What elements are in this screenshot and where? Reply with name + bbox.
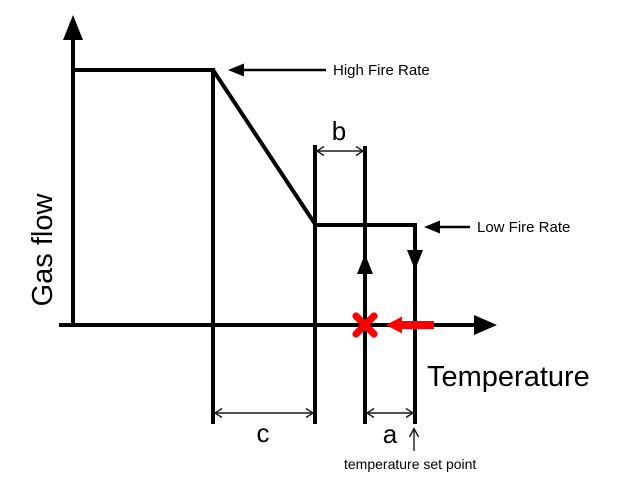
set-point-pointer-arrow — [408, 427, 420, 451]
red-left-arrowhead-icon — [386, 316, 402, 334]
dim-c-label: c — [257, 418, 270, 448]
x-axis-label: Temperature — [427, 361, 590, 393]
dim-a-right-arrowhead-icon — [405, 407, 415, 419]
dimension-b — [315, 145, 365, 157]
y-axis-label: Gas flow — [27, 193, 59, 307]
down-arrowhead-icon — [407, 250, 423, 270]
low-fire-annotation-arrow — [424, 220, 470, 234]
up-arrowhead-icon — [408, 427, 420, 438]
modulation-ramp-line — [211, 68, 317, 226]
red-x-marker-icon — [352, 312, 378, 338]
left-arrowhead-icon — [424, 220, 440, 234]
dim-b-label: b — [332, 116, 346, 146]
dim-c-left-arrowhead-icon — [213, 407, 223, 419]
high-fire-rate-label: High Fire Rate — [333, 62, 430, 79]
temperature-set-point-label: temperature set point — [344, 456, 476, 472]
dimension-c — [213, 407, 315, 419]
up-arrowhead-icon — [357, 254, 373, 274]
y-axis-arrowhead-icon — [63, 15, 83, 40]
low-fire-rate-label: Low Fire Rate — [477, 219, 570, 236]
dim-a-label: a — [383, 419, 398, 449]
left-arrowhead-icon — [228, 63, 244, 77]
red-left-arrow — [386, 316, 434, 334]
dim-a-left-arrowhead-icon — [365, 407, 375, 419]
dimension-a — [365, 407, 415, 419]
high-fire-annotation-arrow — [228, 63, 326, 77]
dim-b-left-arrowhead-icon — [315, 145, 325, 157]
x-axis-arrowhead-icon — [474, 315, 497, 335]
dim-b-right-arrowhead-icon — [355, 145, 365, 157]
y-axis — [63, 15, 83, 327]
dim-c-right-arrowhead-icon — [305, 407, 315, 419]
